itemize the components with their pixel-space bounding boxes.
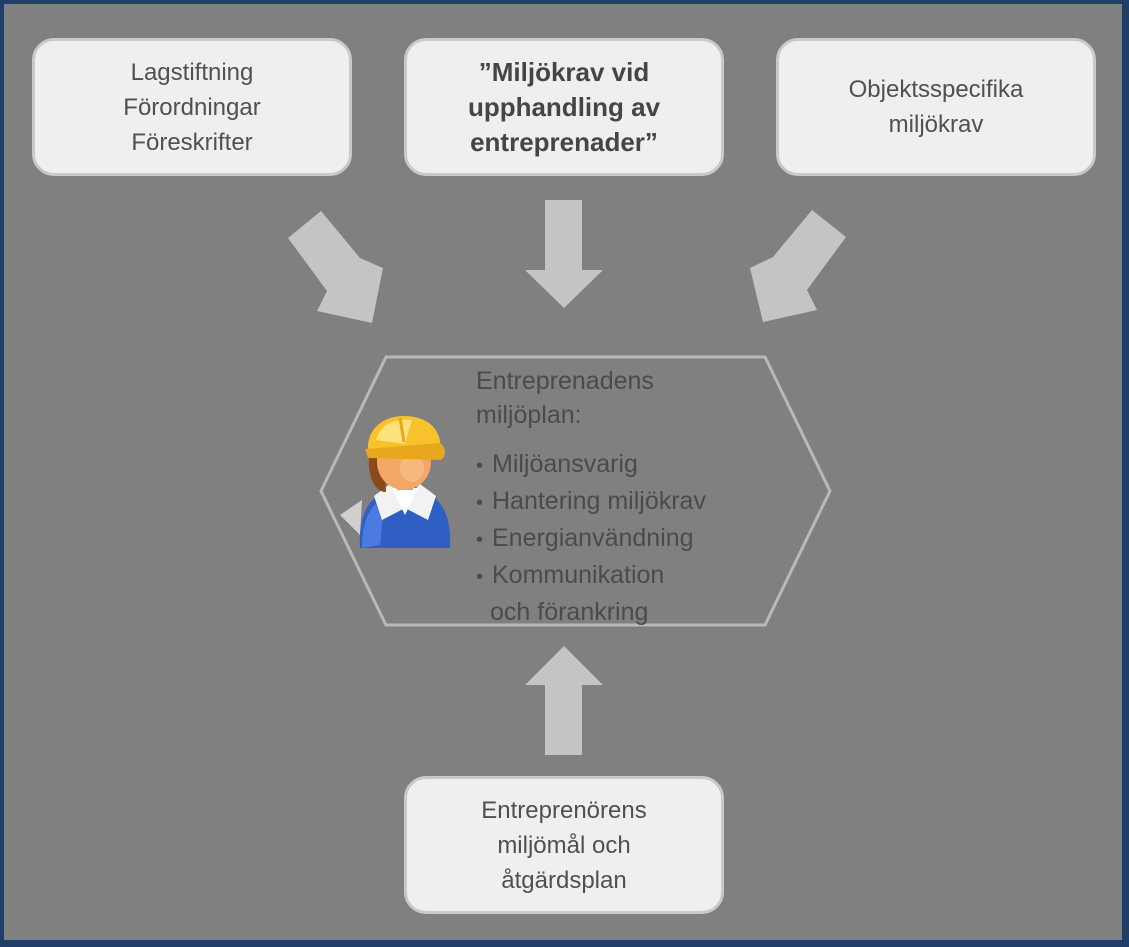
box-legislation-line-2: Förordningar — [123, 93, 261, 121]
arrow-center-down — [525, 200, 603, 308]
plan-bullet-text: Miljöansvarig — [492, 450, 638, 478]
box-object-requirements: Objektsspecifika miljökrav — [776, 38, 1096, 176]
box-object-line-2: miljökrav — [888, 111, 984, 138]
arrow-right-diagonal — [750, 210, 846, 322]
box-legislation: Lagstiftning Förordningar Föreskrifter — [32, 38, 352, 176]
box-contractor-goals: Entreprenörens miljömål och åtgärdsplan — [404, 776, 724, 914]
plan-bullet-item: • Miljöansvarig — [476, 447, 706, 484]
plan-bullet-text: Kommunikation — [492, 561, 665, 589]
box-procurement-line-2: upphandling av — [467, 91, 661, 122]
plan-title-line-1: Entreprenadens — [476, 367, 654, 395]
bullet-symbol: • — [476, 566, 484, 588]
box-procurement-line-3: entreprenader” — [470, 126, 658, 157]
box-legislation-line-3: Föreskrifter — [131, 128, 253, 156]
plan-bullet-text: Hantering miljökrav — [492, 487, 706, 515]
plan-bullet-item: • Kommunikation och förankring — [476, 558, 706, 630]
bullet-symbol: • — [476, 529, 484, 551]
environment-plan-text: Entreprenadens miljöplan: • Miljöansvarig… — [476, 364, 706, 630]
bullet-symbol: • — [476, 492, 484, 514]
box-contractor-line-2: miljömål och — [497, 831, 631, 859]
plan-bullet-list: • Miljöansvarig • Hantering miljökrav • Ene… — [476, 447, 706, 630]
box-procurement-line-1: ”Miljökrav vid — [478, 56, 650, 87]
plan-bullet-item: • Hantering miljökrav — [476, 484, 706, 521]
center-hexagon — [319, 355, 832, 627]
bullet-symbol: • — [476, 455, 484, 477]
arrow-bottom-up — [525, 646, 603, 755]
plan-title-line-2: miljöplan: — [476, 401, 582, 429]
box-legislation-line-1: Lagstiftning — [130, 58, 254, 86]
plan-bullet-continuation: och förankring — [490, 598, 649, 626]
box-contractor-line-1: Entreprenörens — [481, 796, 647, 824]
arrow-left-diagonal — [288, 211, 383, 323]
plan-bullet-item: • Energianvändning — [476, 521, 706, 558]
box-procurement-requirements: ”Miljökrav vid upphandling av entreprena… — [404, 38, 724, 176]
box-contractor-line-3: åtgärdsplan — [501, 866, 627, 894]
plan-bullet-text: Energianvändning — [492, 524, 694, 552]
construction-worker-icon — [340, 416, 451, 548]
box-object-line-1: Objektsspecifika — [848, 76, 1024, 103]
